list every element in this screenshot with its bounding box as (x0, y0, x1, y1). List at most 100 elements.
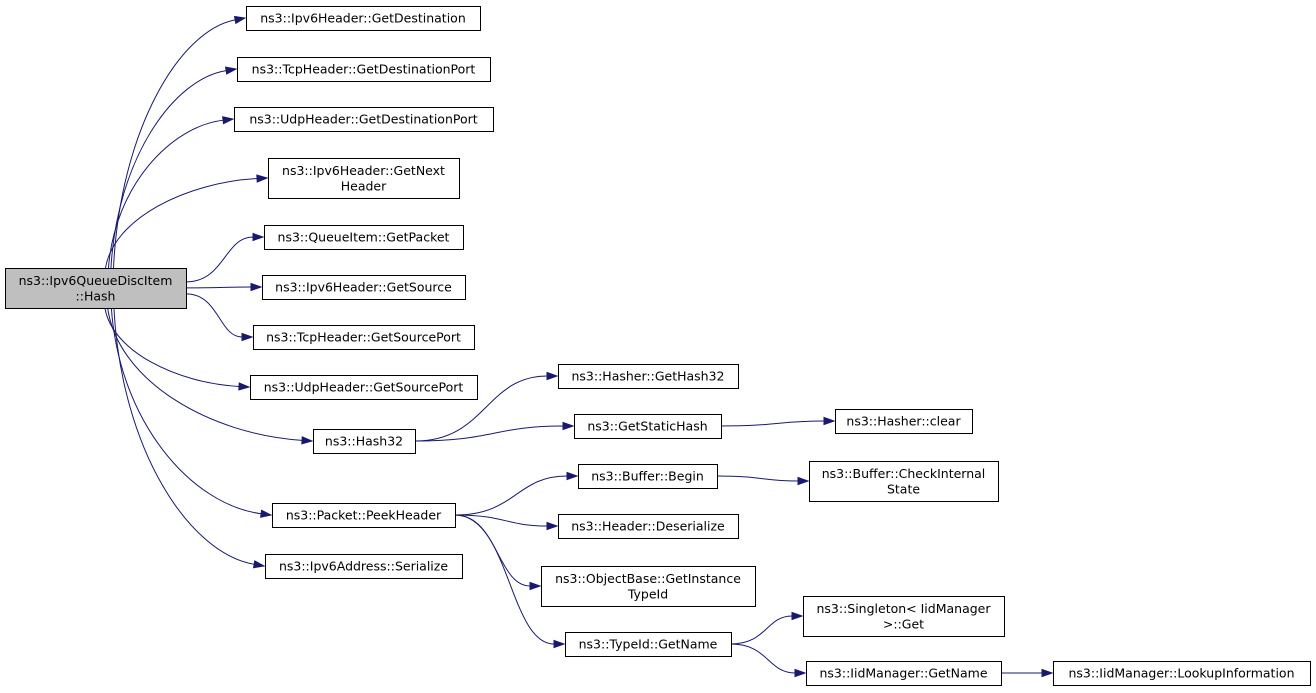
node-box (272, 503, 456, 528)
edge-peekheader-to-header_deserialize (454, 514, 559, 531)
edges-layer (104, 15, 1054, 678)
node-queueitem-getpacket[interactable]: ns3::QueueItem::GetPacket (264, 225, 464, 250)
arrowhead-icon (791, 611, 804, 621)
node-label: ns3::Ipv6Address::Serialize (279, 559, 448, 574)
node-box (558, 364, 739, 389)
arrowhead-icon (794, 668, 807, 678)
arrowhead-icon (546, 521, 559, 531)
node-box (234, 107, 494, 132)
node-label: State (887, 481, 920, 496)
edge-getstatichash-to-hasher_clear (720, 416, 836, 427)
node-iidmanager-getname[interactable]: ns3::IidManager::GetName (806, 661, 1002, 686)
edge-line (185, 286, 252, 289)
edge-root-to-peekheader (110, 307, 273, 518)
edge-buffer_begin-to-buffer_checkinternal (716, 475, 810, 486)
arrowhead-icon (823, 416, 836, 426)
node-box (565, 632, 732, 657)
node-box (268, 158, 460, 199)
edge-root-to-ipv6_getdest (113, 15, 247, 269)
node-ipv6-getsource[interactable]: ns3::Ipv6Header::GetSource (262, 275, 466, 300)
edge-root-to-tcp_getsourceport (185, 293, 254, 342)
node-box (578, 464, 718, 489)
node-box (264, 225, 464, 250)
node-label: TypeId (627, 586, 668, 601)
arrowhead-icon (529, 581, 542, 591)
node-label: ns3::Packet::PeekHeader (286, 508, 442, 523)
edge-line (716, 475, 799, 482)
edge-root-to-udp_getsourceport (104, 307, 251, 391)
node-label: ns3::Hasher::GetHash32 (571, 369, 724, 384)
arrowhead-icon (250, 282, 263, 292)
node-label: ns3::Ipv6Header::GetNext (282, 163, 445, 178)
arrowhead-icon (562, 421, 575, 431)
node-buffer-begin[interactable]: ns3::Buffer::Begin (578, 464, 718, 489)
node-label: Header (341, 178, 387, 193)
node-box (313, 429, 416, 454)
node-box (250, 375, 478, 400)
node-tcp-getsourceport[interactable]: ns3::TcpHeader::GetSourcePort (253, 325, 475, 350)
node-typeid-getname[interactable]: ns3::TypeId::GetName (565, 632, 732, 657)
edge-line (454, 514, 555, 645)
node-label: ns3::Header::Deserialize (571, 519, 725, 534)
node-hasher-gethash32[interactable]: ns3::Hasher::GetHash32 (558, 364, 739, 389)
arrowhead-icon (256, 174, 269, 183)
node-label: ns3::Hasher::clear (846, 414, 961, 429)
node-box (265, 554, 463, 579)
node-label: ::Hash (76, 288, 116, 303)
edge-hash32-to-getstatichash (414, 421, 575, 442)
edge-root-to-udp_getdestport (107, 116, 235, 269)
arrowhead-icon (241, 332, 254, 342)
node-singleton-get[interactable]: ns3::Singleton< IidManager >::Get (803, 596, 1005, 637)
edge-line (105, 178, 258, 269)
node-ipv6addr-serialize[interactable]: ns3::Ipv6Address::Serialize (265, 554, 463, 579)
node-iidmanager-lookup[interactable]: ns3::IidManager::LookupInformation (1053, 661, 1311, 686)
edge-line (185, 236, 254, 283)
edge-typeid_getname-to-singleton_get (730, 611, 804, 645)
edge-iidmanager_getname-to-iidmanager_lookup (1001, 668, 1054, 678)
edge-line (454, 475, 568, 516)
arrowhead-icon (566, 471, 579, 481)
node-label: ns3::Ipv6Header::GetDestination (260, 11, 466, 26)
arrowhead-icon (301, 436, 314, 445)
edge-line (107, 307, 303, 441)
edge-peekheader-to-objectbase_getinstance (454, 514, 542, 591)
arrowhead-icon (252, 560, 266, 569)
node-label: ns3::UdpHeader::GetDestinationPort (249, 112, 477, 127)
node-tcp-getdestport[interactable]: ns3::TcpHeader::GetDestinationPort (237, 57, 491, 82)
node-peekheader[interactable]: ns3::Packet::PeekHeader (272, 503, 456, 528)
arrowhead-icon (546, 371, 559, 381)
edge-line (107, 119, 224, 269)
node-box (809, 461, 999, 502)
node-ipv6-getdest[interactable]: ns3::Ipv6Header::GetDestination (246, 6, 481, 31)
arrowhead-icon (252, 232, 265, 242)
node-box (253, 325, 475, 350)
edge-line (414, 425, 564, 442)
edge-root-to-ipv6addr_serialize (113, 307, 266, 569)
node-label: ns3::TcpHeader::GetSourcePort (266, 330, 461, 345)
node-label: ns3::Singleton< IidManager (816, 601, 991, 616)
node-hash32[interactable]: ns3::Hash32 (313, 429, 416, 454)
edge-line (454, 514, 531, 587)
arrowhead-icon (553, 639, 566, 649)
node-label: ns3::Buffer::CheckInternal (822, 466, 986, 481)
node-udp-getdestport[interactable]: ns3::UdpHeader::GetDestinationPort (234, 107, 494, 132)
arrowhead-icon (1041, 668, 1054, 678)
node-label: ns3::Ipv6Header::GetSource (275, 280, 452, 295)
node-box (541, 566, 756, 607)
edge-line (414, 375, 548, 442)
arrowhead-icon (797, 476, 810, 486)
node-header-deserialize[interactable]: ns3::Header::Deserialize (558, 514, 739, 539)
node-hasher-clear[interactable]: ns3::Hasher::clear (835, 409, 973, 434)
edge-line (185, 293, 243, 338)
edge-line (113, 19, 236, 269)
node-getstatichash[interactable]: ns3::GetStaticHash (574, 414, 722, 439)
edge-peekheader-to-typeid_getname (454, 514, 566, 649)
edge-typeid_getname-to-iidmanager_getname (730, 643, 807, 678)
edge-line (110, 307, 262, 515)
node-box (574, 414, 722, 439)
node-udp-getsourceport[interactable]: ns3::UdpHeader::GetSourcePort (250, 375, 478, 400)
